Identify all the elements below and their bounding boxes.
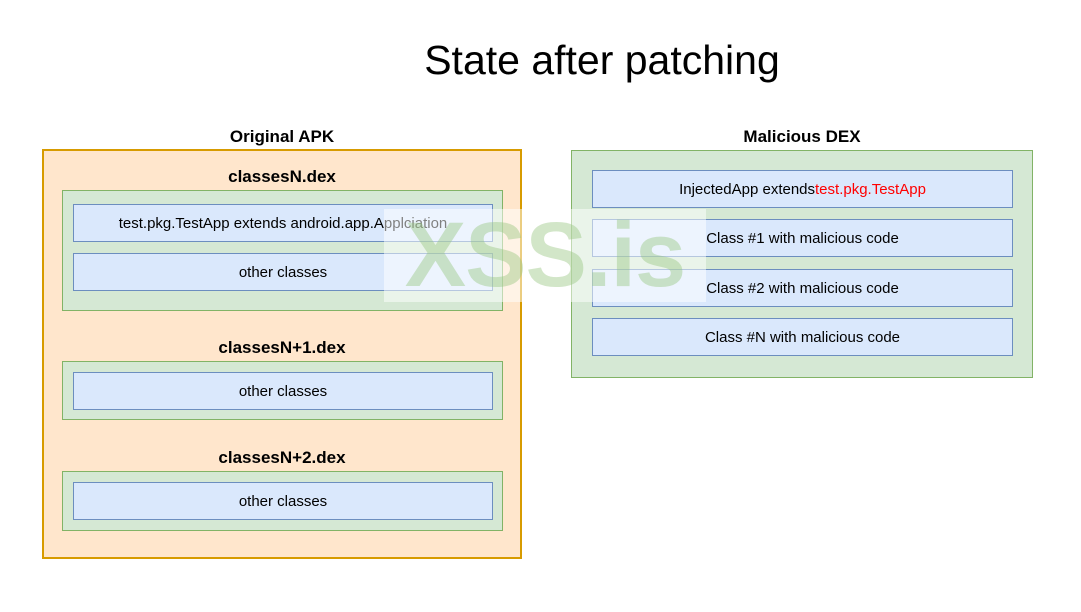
class-entry-text: Class #2 with malicious code <box>706 279 899 297</box>
class-entry-text: InjectedApp extends <box>679 180 816 198</box>
class-entry-injectedapp: InjectedApp extends test.pkg.TestApp <box>592 170 1013 208</box>
class-entry-text: other classes <box>238 492 328 510</box>
dex-file-box-classesN1: other classes <box>62 361 503 420</box>
class-entry-text: Class #1 with malicious code <box>706 229 899 247</box>
class-entry-text: other classes <box>238 382 328 400</box>
class-entry-malicious-1: Class #1 with malicious code <box>592 219 1013 257</box>
dex-file-box-classesN: test.pkg.TestApp extends android.app.App… <box>62 190 503 311</box>
slide-title: State after patching <box>424 37 780 83</box>
class-entry-text: test.pkg.TestApp extends android.app.App… <box>118 214 448 232</box>
class-entry-other-classes: other classes <box>73 482 493 520</box>
class-entry-malicious-n: Class #N with malicious code <box>592 318 1013 356</box>
original-apk-box: classesN.dex test.pkg.TestApp extends an… <box>42 149 522 559</box>
malicious-dex-box: InjectedApp extends test.pkg.TestApp Cla… <box>571 150 1033 378</box>
dex-file-box-classesN2: other classes <box>62 471 503 531</box>
class-entry-text: other classes <box>238 263 328 281</box>
class-entry-other-classes: other classes <box>73 372 493 410</box>
class-entry-other-classes: other classes <box>73 253 493 291</box>
class-entry-highlight: test.pkg.TestApp <box>815 180 926 198</box>
class-entry-testapp: test.pkg.TestApp extends android.app.App… <box>73 204 493 242</box>
class-entry-text: Class #N with malicious code <box>704 328 901 346</box>
dex-file-label-classesN1: classesN+1.dex <box>218 338 346 357</box>
malicious-dex-heading: Malicious DEX <box>743 127 861 146</box>
class-entry-malicious-2: Class #2 with malicious code <box>592 269 1013 307</box>
original-apk-heading: Original APK <box>229 127 335 146</box>
dex-file-label-classesN: classesN.dex <box>228 167 336 186</box>
dex-file-label-classesN2: classesN+2.dex <box>218 448 346 467</box>
